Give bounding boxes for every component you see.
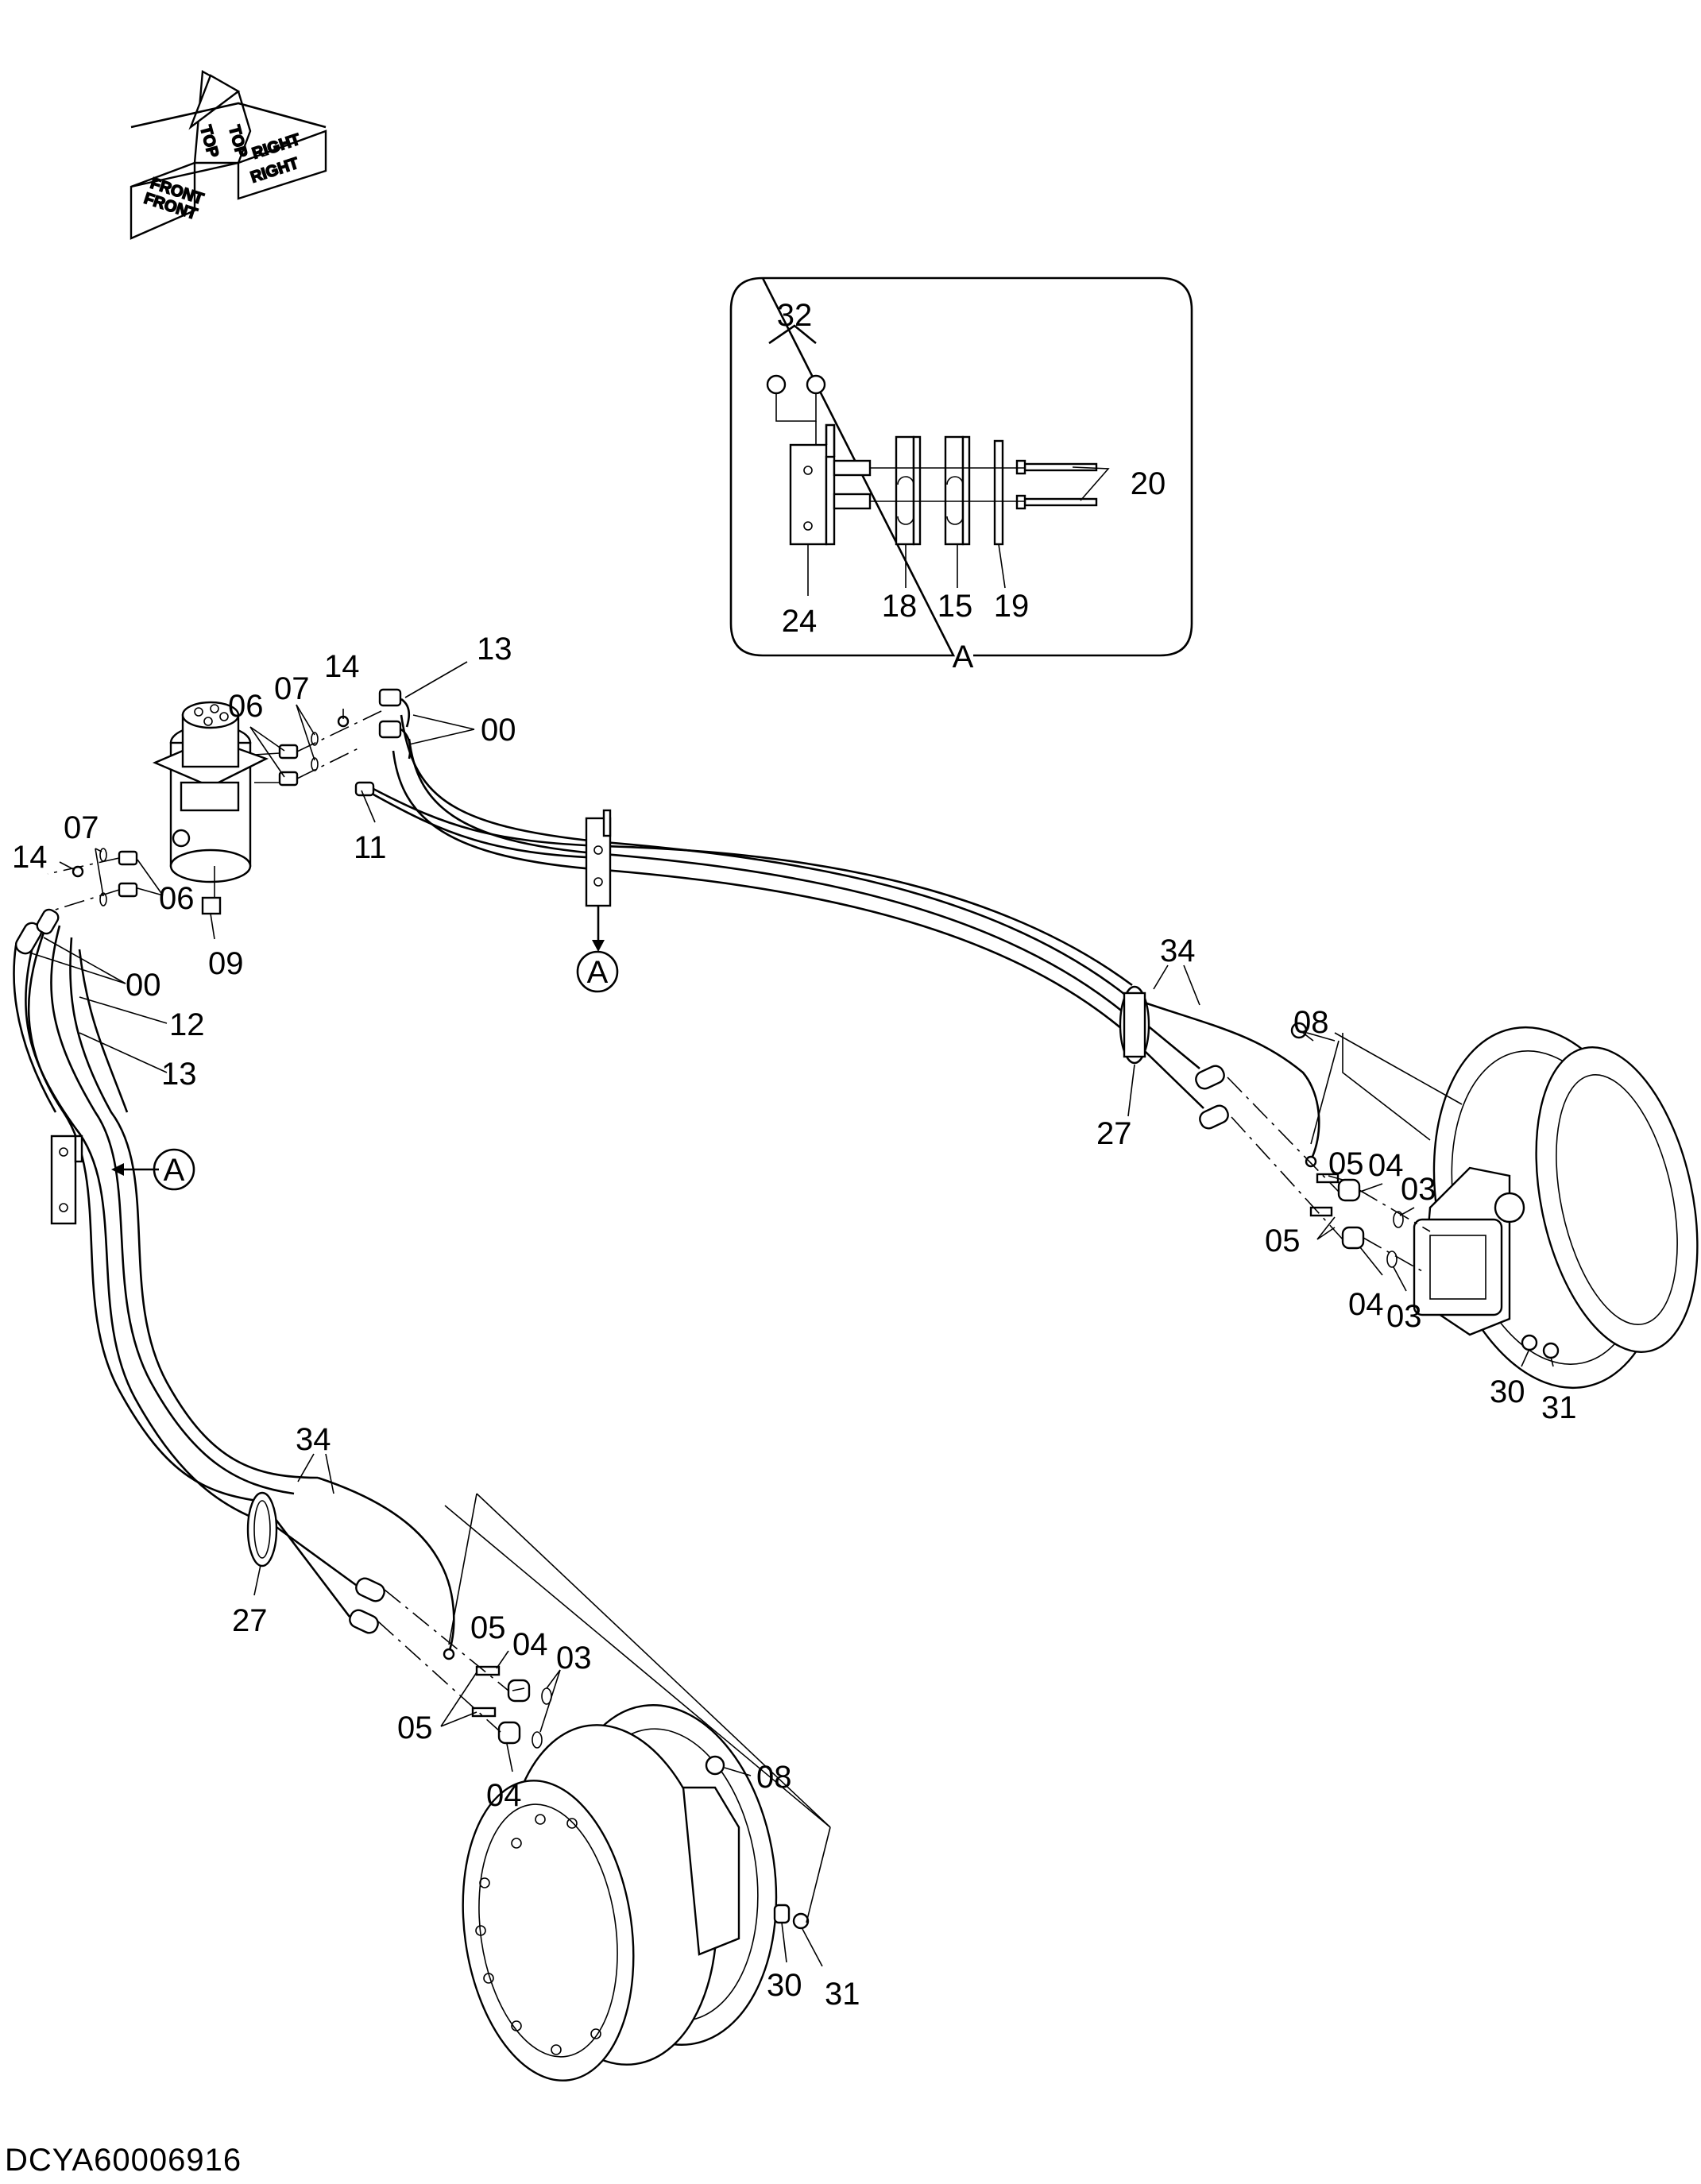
drawing-code: DCYA60006916 bbox=[5, 2143, 242, 2178]
spacer-plate-19 bbox=[993, 439, 1004, 546]
callout-a-upper-letter: A bbox=[587, 955, 609, 990]
fittings-06-upper bbox=[253, 710, 382, 787]
clamp-27-right bbox=[1119, 985, 1150, 1065]
label-05-lower-a: 05 bbox=[470, 1610, 506, 1645]
label-31-lower: 31 bbox=[825, 1977, 860, 2012]
label-00-upper: 00 bbox=[481, 713, 516, 748]
label-03-right-a: 03 bbox=[1401, 1172, 1436, 1207]
hose-bundle-right bbox=[373, 714, 1320, 1168]
travel-motor-lower bbox=[462, 1704, 778, 2082]
label-06-lower: 06 bbox=[159, 881, 195, 916]
label-13-upper: 13 bbox=[477, 632, 512, 667]
label-14-upper: 14 bbox=[324, 649, 360, 684]
fittings-06-lower bbox=[47, 848, 138, 913]
label-05-right-b: 05 bbox=[1265, 1223, 1301, 1258]
label-04-right-b: 04 bbox=[1348, 1287, 1384, 1322]
label-05-lower-b: 05 bbox=[397, 1710, 433, 1745]
clamp-27-left bbox=[246, 1491, 278, 1567]
swivel-joint bbox=[152, 701, 269, 915]
label-00-lower: 00 bbox=[126, 968, 161, 1003]
clamp-a-upper bbox=[585, 809, 612, 952]
clamp-half-18 bbox=[895, 435, 922, 546]
leader-lines bbox=[31, 661, 1554, 1967]
label-34-right: 34 bbox=[1160, 934, 1196, 968]
label-04-lower-b: 04 bbox=[486, 1778, 522, 1813]
label-03-right-b: 03 bbox=[1386, 1299, 1422, 1334]
label-08-right: 08 bbox=[1293, 1005, 1329, 1040]
hose-bundle-left bbox=[13, 908, 455, 1660]
right-motor-fittings bbox=[1227, 1022, 1463, 1272]
callout-a-left-letter: A bbox=[164, 1153, 185, 1188]
label-07-upper: 07 bbox=[274, 671, 310, 706]
label-24: 24 bbox=[782, 604, 818, 639]
label-30-lower: 30 bbox=[767, 1968, 802, 2003]
callout-a-left: A bbox=[153, 1148, 195, 1191]
bolts-20 bbox=[1015, 459, 1098, 510]
label-12: 12 bbox=[169, 1007, 205, 1042]
label-19: 19 bbox=[994, 589, 1030, 624]
label-30-right: 30 bbox=[1490, 1374, 1525, 1409]
label-05-right-a: 05 bbox=[1328, 1146, 1364, 1181]
clamp-plate-24 bbox=[789, 423, 872, 546]
label-31-right: 31 bbox=[1541, 1390, 1577, 1425]
clips-32 bbox=[766, 324, 826, 445]
label-32: 32 bbox=[777, 298, 813, 333]
detail-view-a: A bbox=[729, 276, 1193, 675]
travel-motor-right bbox=[1413, 1026, 1699, 1390]
part-labels: 13 14 07 06 00 11 07 14 06 09 00 12 13 3… bbox=[12, 632, 1577, 2012]
label-07-lower: 07 bbox=[64, 810, 99, 845]
detail-view-caption: A bbox=[953, 640, 974, 675]
label-14-lower: 14 bbox=[12, 840, 48, 875]
label-20: 20 bbox=[1131, 466, 1166, 501]
label-09: 09 bbox=[208, 946, 244, 981]
label-27-right: 27 bbox=[1096, 1116, 1132, 1151]
label-11: 11 bbox=[354, 830, 387, 865]
label-03-lower: 03 bbox=[556, 1641, 592, 1676]
clamp-a-left bbox=[50, 1135, 159, 1225]
label-34-left: 34 bbox=[296, 1422, 331, 1457]
label-08-lower: 08 bbox=[756, 1760, 792, 1795]
clamp-half-15 bbox=[944, 435, 971, 546]
orientation-indicator: FRONT TOP TOP RIGHT FRONT RIGHT bbox=[130, 70, 327, 240]
label-27-left: 27 bbox=[232, 1603, 268, 1638]
label-04-lower-a: 04 bbox=[512, 1627, 548, 1662]
label-18: 18 bbox=[882, 589, 918, 624]
upper-hose-ends bbox=[354, 688, 412, 797]
label-15: 15 bbox=[937, 589, 973, 624]
lower-motor-fittings bbox=[377, 1493, 831, 1930]
label-06-upper: 06 bbox=[228, 689, 264, 724]
label-04-right-a: 04 bbox=[1368, 1148, 1404, 1183]
label-13-lower: 13 bbox=[161, 1057, 197, 1092]
callout-a-upper: A bbox=[576, 950, 619, 993]
